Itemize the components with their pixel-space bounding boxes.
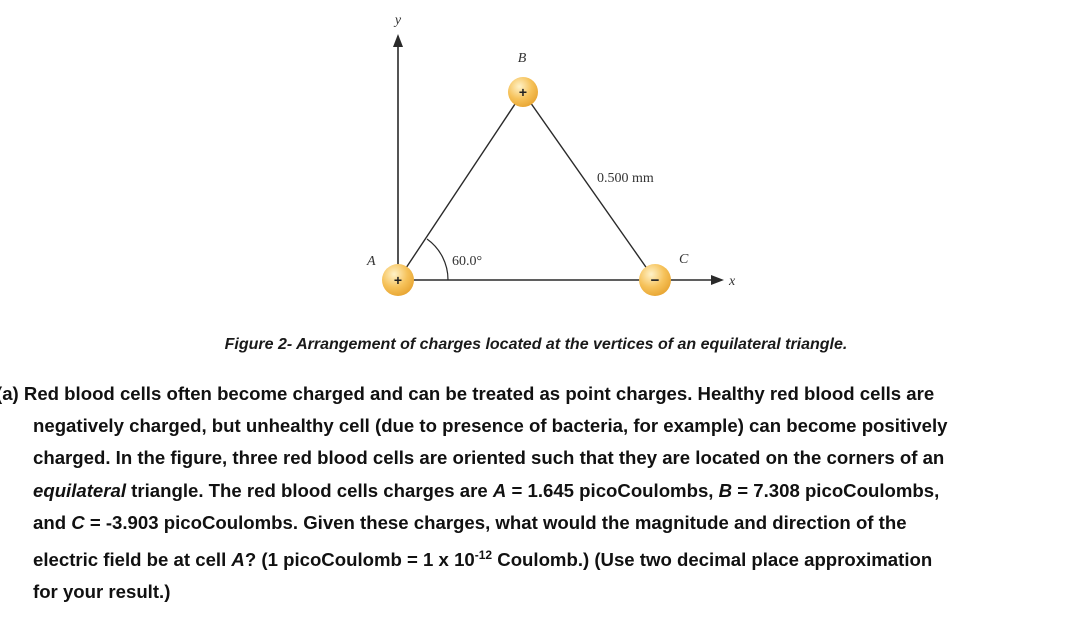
problem-line-5: and C = -3.903 picoCoulombs. Given these… <box>0 507 1064 539</box>
text-segment: and <box>33 511 72 533</box>
text-segment: electric field be at cell <box>33 549 232 571</box>
emphasis-equilateral: equilateral <box>33 479 127 501</box>
y-axis-label: y <box>393 13 402 28</box>
figure-caption: Figure 2- Arrangement of charges located… <box>224 336 848 353</box>
charge-c-value: = -3.903 picoCoulombs. Given these charg… <box>84 511 907 533</box>
charge-a <box>382 264 414 296</box>
var-b: B <box>718 479 733 501</box>
triangle-side-bc <box>522 91 656 281</box>
problem-statement: (a) Red blood cells often become charged… <box>0 378 1064 609</box>
charge-b-value: = 7.308 picoCoulombs, <box>732 479 940 501</box>
angle-arc <box>426 238 449 281</box>
text-segment: triangle. The red blood cells charges ar… <box>126 479 493 501</box>
problem-line-7: for your result.) <box>33 581 171 603</box>
charge-a-value: = 1.645 picoCoulombs, <box>506 479 719 501</box>
var-a: A <box>492 479 507 501</box>
side-length-label: 0.500 mm <box>597 171 654 186</box>
equilateral-triangle-figure: y x 60.0° 0.500 mm + B + A − C <box>366 13 736 296</box>
charge-b <box>508 77 538 107</box>
problem-line-1: (a) Red blood cells often become charged… <box>0 383 935 404</box>
angle-label: 60.0° <box>452 254 482 269</box>
problem-line-3: charged. In the figure, three red blood … <box>33 447 945 469</box>
x-axis-arrowhead <box>711 275 724 285</box>
problem-line-4: equilateral triangle. The red blood cell… <box>0 475 1064 507</box>
text-segment: Coulomb.) (Use two decimal place approxi… <box>492 549 933 571</box>
problem-line-2: negatively charged, but unhealthy cell (… <box>33 415 948 437</box>
y-axis-arrowhead <box>393 34 403 47</box>
charge-c-sign: − <box>651 272 660 289</box>
x-axis-label: x <box>728 274 736 289</box>
vertex-b-label: B <box>518 51 527 66</box>
charge-b-sign: + <box>519 84 527 100</box>
charge-c <box>639 264 671 296</box>
exponent: -12 <box>474 548 493 563</box>
vertex-c-label: C <box>679 252 689 267</box>
text-segment: ? (1 picoCoulomb = 1 x 10 <box>244 549 475 571</box>
var-c: C <box>71 511 85 533</box>
charge-a-sign: + <box>394 272 402 288</box>
var-a: A <box>231 549 245 571</box>
vertex-a-label: A <box>366 254 376 269</box>
problem-line-6: electric field be at cell A? (1 picoCoul… <box>0 539 1064 576</box>
triangle-side-ab <box>397 91 524 281</box>
